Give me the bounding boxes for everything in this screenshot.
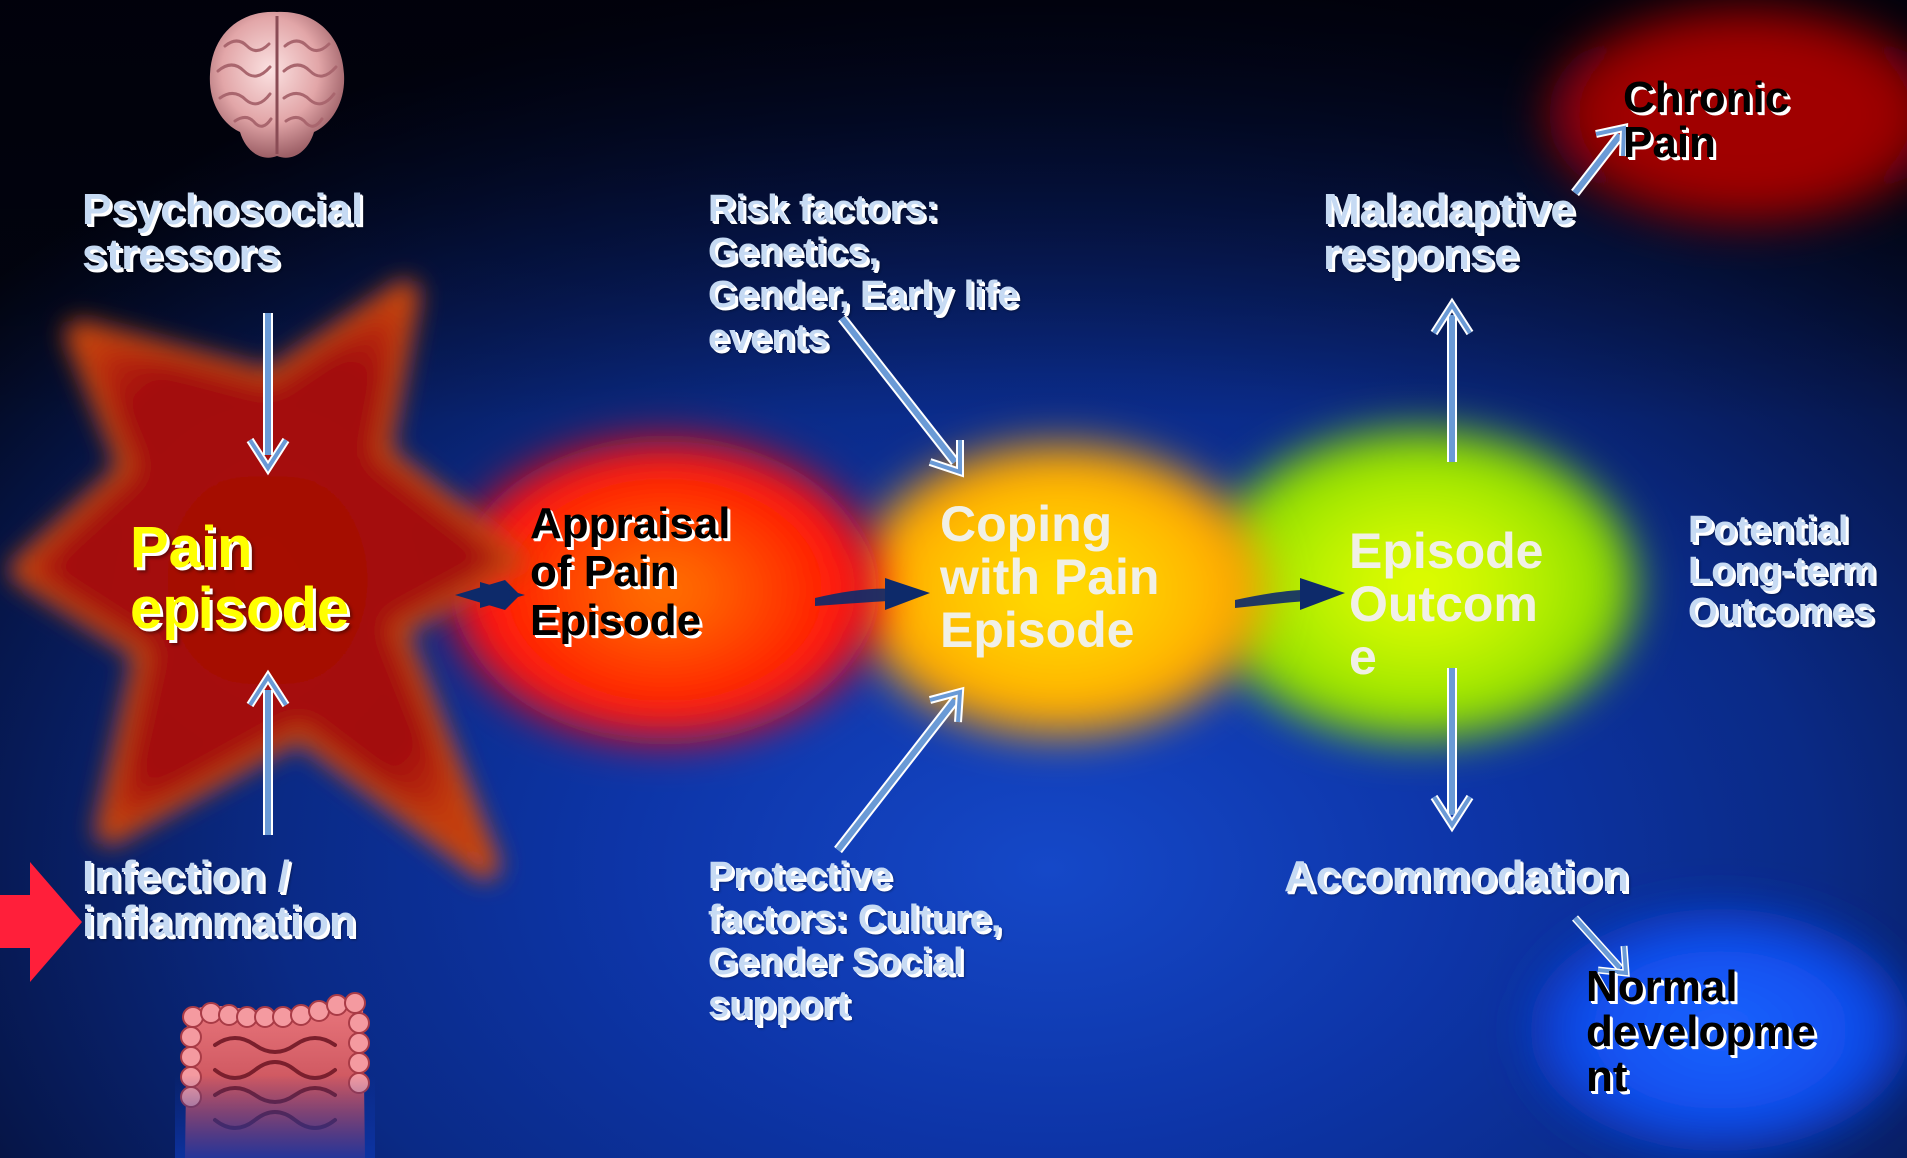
brain-icon xyxy=(200,6,355,166)
pain-episode-label: Pain episode xyxy=(130,518,349,640)
red-arrow-icon xyxy=(0,862,82,982)
intestine-icon xyxy=(175,975,375,1158)
normal-development-label: Normal developme nt xyxy=(1586,965,1816,1100)
infection-inflammation-label: Infection / inflammation xyxy=(82,855,356,945)
appraisal-label: Appraisal of Pain Episode xyxy=(530,500,731,645)
maladaptive-response-label: Maladaptive response xyxy=(1323,188,1575,278)
outcome-label: Episode Outcom e xyxy=(1349,525,1543,684)
psychosocial-stressors-label: Psychosocial stressors xyxy=(82,188,363,278)
potential-outcomes-label: Potential Long-term Outcomes xyxy=(1688,510,1876,633)
coping-label: Coping with Pain Episode xyxy=(940,498,1159,657)
accommodation-label: Accommodation xyxy=(1284,855,1629,900)
protective-factors-label: Protective factors: Culture, Gender Soci… xyxy=(708,855,1001,1027)
risk-factors-label: Risk factors: Genetics, Gender, Early li… xyxy=(708,188,1018,360)
chronic-pain-label: Chronic Pain xyxy=(1623,76,1789,166)
